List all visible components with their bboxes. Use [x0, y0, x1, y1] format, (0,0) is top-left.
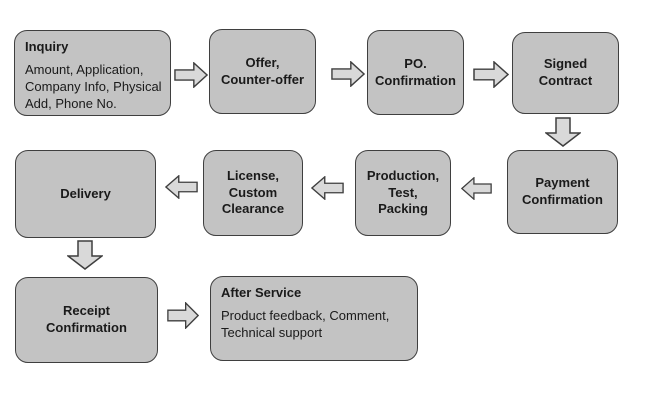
box-body: Amount, Application, Company Info, Physi…: [25, 61, 162, 111]
flow-box-production-test-packing: Production, Test, Packing: [355, 150, 451, 236]
box-title: Delivery: [60, 185, 111, 201]
flow-box-signed-contract: Signed Contract: [512, 32, 619, 114]
right-arrow-icon: [331, 61, 365, 87]
box-title: Inquiry: [25, 39, 69, 54]
box-body: Product feedback, Comment, Technical sup…: [221, 307, 390, 340]
down-arrow-icon: [545, 117, 581, 147]
flow-box-payment-confirmation: Payment Confirmation: [507, 150, 618, 234]
right-arrow-icon: [167, 302, 199, 329]
box-title: License, Custom Clearance: [221, 167, 285, 217]
flow-box-delivery: Delivery: [15, 150, 156, 238]
flow-box-offer-counter-offer: Offer, Counter-offer: [209, 29, 316, 114]
down-arrow-icon: [67, 240, 103, 270]
left-arrow-icon: [165, 175, 198, 199]
left-arrow-icon: [311, 176, 344, 200]
box-title: Signed Contract: [538, 56, 593, 88]
flow-box-po-confirmation: PO. Confirmation: [367, 30, 464, 115]
flow-box-receipt-confirmation: Receipt Confirmation: [15, 277, 158, 363]
box-title: Payment Confirmation: [522, 175, 603, 207]
box-title: Receipt Confirmation: [46, 303, 127, 335]
flow-box-inquiry: Inquiry Amount, Application, Company Inf…: [14, 30, 171, 116]
right-arrow-icon: [473, 61, 509, 88]
left-arrow-icon: [461, 177, 492, 200]
box-title: Offer, Counter-offer: [220, 54, 305, 87]
right-arrow-icon: [174, 62, 208, 88]
box-title: PO. Confirmation: [375, 55, 456, 88]
box-title: After Service: [221, 285, 302, 300]
flow-box-license-custom-clearance: License, Custom Clearance: [203, 150, 303, 236]
box-title: Production, Test, Packing: [366, 167, 440, 217]
flow-box-after-service: After Service Product feedback, Comment,…: [210, 276, 418, 361]
